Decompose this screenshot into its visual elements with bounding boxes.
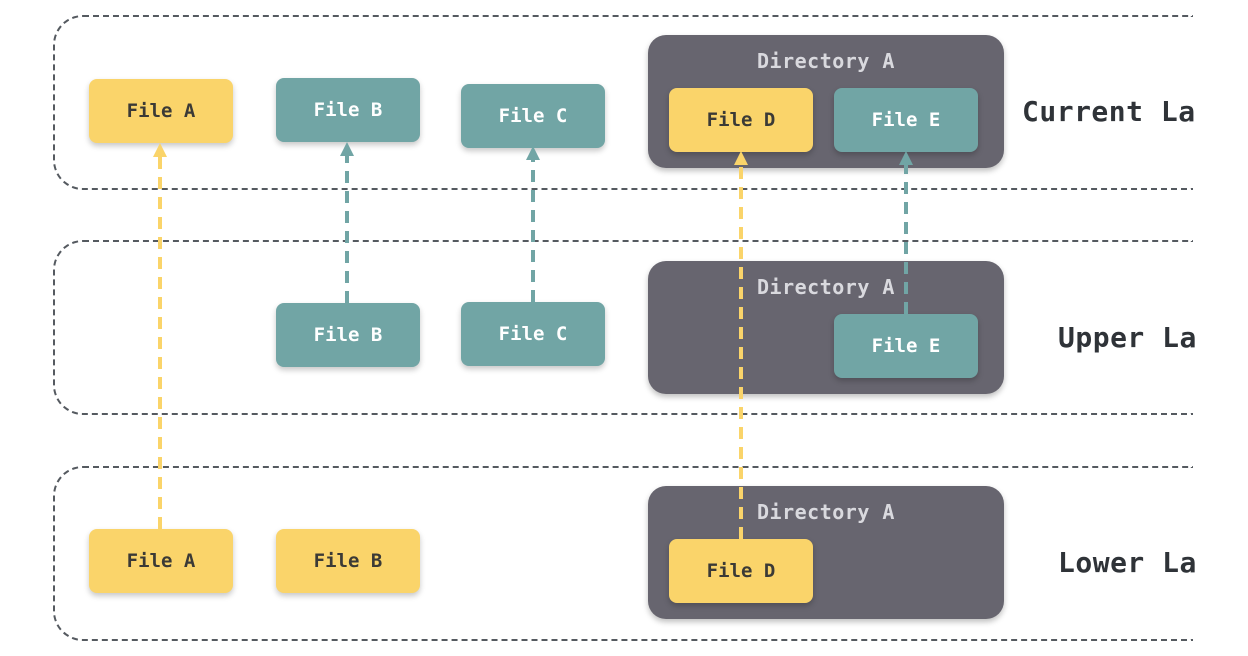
directory-label: Directory A [757, 275, 895, 299]
lower-layer-label: Lower La [1058, 546, 1197, 579]
upper-layer-label: Upper La [1058, 321, 1197, 354]
upper-file-b: File B [276, 303, 420, 367]
lower-layer-frame [53, 466, 1193, 641]
current-file-e: File E [834, 88, 978, 152]
current-file-b: File B [276, 78, 420, 142]
lower-file-b: File B [276, 529, 420, 593]
directory-label: Directory A [757, 49, 895, 73]
current-file-a: File A [89, 79, 233, 143]
directory-label: Directory A [757, 500, 895, 524]
upper-directory-a: Directory A [648, 261, 1004, 394]
upper-layer-frame [53, 240, 1193, 415]
upper-file-e: File E [834, 314, 978, 378]
lower-file-a: File A [89, 529, 233, 593]
current-file-d: File D [669, 88, 813, 152]
lower-file-d: File D [669, 539, 813, 603]
current-layer-frame [53, 15, 1193, 190]
current-file-c: File C [461, 84, 605, 148]
current-layer-label: Current La [1022, 95, 1196, 128]
upper-file-c: File C [461, 302, 605, 366]
